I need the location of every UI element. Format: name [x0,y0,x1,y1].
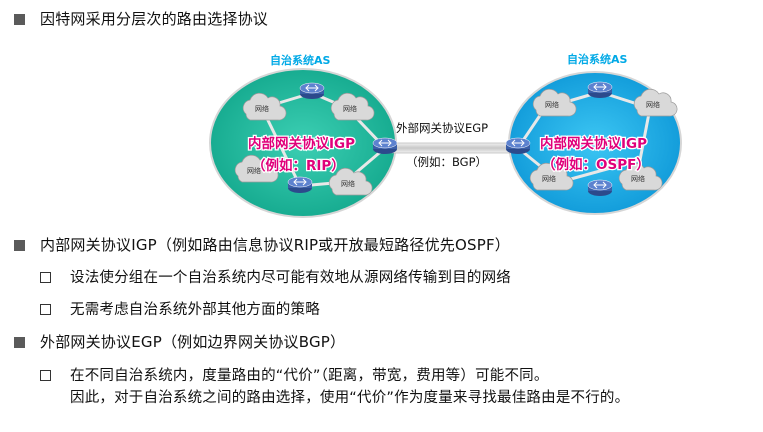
egp-label: 外部网关协议EGP [396,121,488,135]
router-icon [299,82,325,99]
router-icon [587,179,613,196]
network-cloud: 网络 [633,88,678,117]
network-cloud: 网络 [242,92,287,121]
router-icon [287,176,313,193]
bullet-igp-point-1: 设法使分组在一个自治系统内尽可能有效地从源网络传输到目的网络 [70,270,511,286]
network-cloud: 网络 [618,162,663,191]
svg-text:网络: 网络 [631,174,645,183]
svg-text:网络: 网络 [247,166,261,175]
right-as-title: 自治系统AS [567,52,628,66]
network-cloud: 网络 [234,154,279,183]
left-protocol-line1: 内部网关协议IGP [248,135,355,152]
router-icon [587,81,613,98]
bullet-igp: 内部网关协议IGP（例如路由信息协议RIP或开放最短路径优先OSPF） [40,236,510,254]
bullet-igp-point-2: 无需考虑自治系统外部其他方面的策略 [70,302,320,318]
bullet-egp-point-1-continued: 因此，对于自治系统之间的路由选择，使用“代价”作为度量来寻找最佳路由是不行的。 [70,390,630,406]
network-cloud: 网络 [330,92,375,121]
right-protocol-line1: 内部网关协议IGP [540,135,647,152]
left-protocol-line2: （例如：RIP） [252,157,345,174]
network-cloud: 网络 [328,167,373,196]
router-icon [372,137,398,154]
page-title: 因特网采用分层次的路由选择协议 [40,10,269,28]
svg-text:网络: 网络 [646,100,660,109]
network-cloud: 网络 [532,88,577,117]
egp-example: （例如：BGP） [406,155,487,169]
svg-text:网络: 网络 [542,174,556,183]
svg-text:网络: 网络 [343,104,357,113]
routing-diagram: 自治系统AS 自治系统AS 网络 网络 网络 网络 [209,52,682,218]
right-protocol-line2: （例如：OSPF） [542,156,650,173]
checkbox-icon [40,370,51,381]
bullet-square [14,337,25,348]
checkbox-icon [40,272,51,283]
svg-text:网络: 网络 [545,100,559,109]
network-cloud: 网络 [529,162,574,191]
left-as-title: 自治系统AS [270,53,331,67]
egp-link [391,142,511,154]
bullet-square [14,240,25,251]
checkbox-icon [40,304,51,315]
router-icon [505,137,531,154]
bullet-egp: 外部网关协议EGP（例如边界网关协议BGP） [40,333,346,351]
svg-text:网络: 网络 [255,104,269,113]
bullet-egp-point-1: 在不同自治系统内，度量路由的“代价”（距离，带宽，费用等）可能不同。 [70,368,549,384]
title-bullet [14,14,25,25]
svg-text:网络: 网络 [341,179,355,188]
